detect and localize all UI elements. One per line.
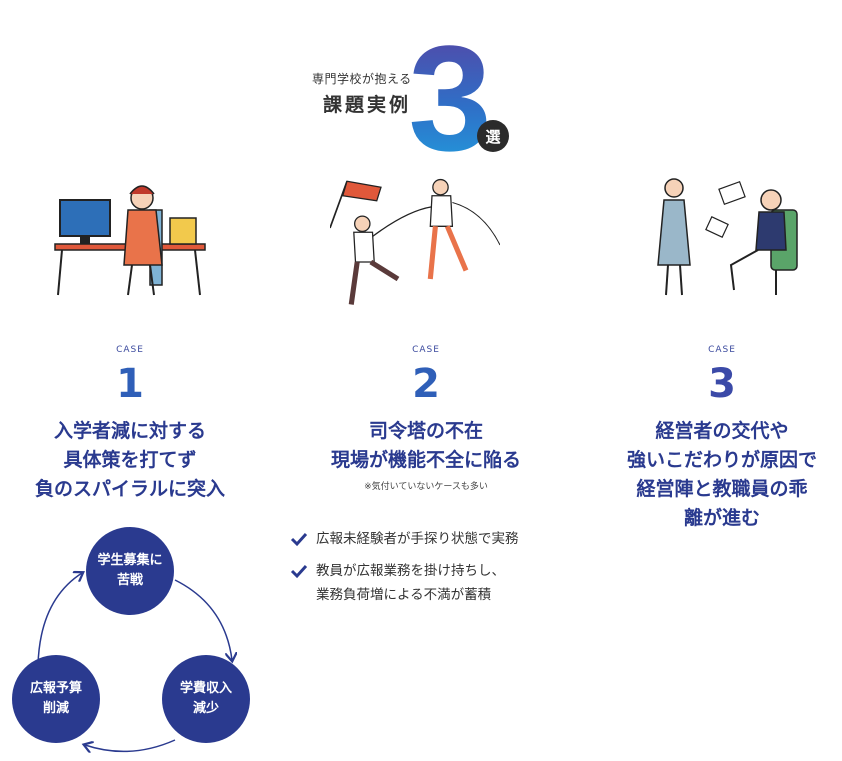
cycle-node-budget: 広報予算 削減 bbox=[12, 655, 100, 743]
suffix-badge: 選 bbox=[477, 120, 509, 152]
case-label: CASE bbox=[412, 345, 440, 355]
case-2-bullets: 広報未経験者が手探り状態で実務 教員が広報業務を掛け持ちし、 業務負荷増による不… bbox=[290, 527, 590, 615]
bullet-text: 広報未経験者が手探り状態で実務 bbox=[316, 531, 519, 547]
header-title: 課題実例 bbox=[323, 94, 412, 116]
negative-spiral-cycle: 学生募集に 苦戦 学費収入 減少 広報予算 削減 bbox=[0, 515, 280, 761]
arrow-bottom bbox=[85, 739, 176, 751]
case-2: CASE 2 司令塔の不在 現場が機能不全に陥る ※気付いていないケースも多い bbox=[296, 345, 556, 492]
case-label: CASE bbox=[708, 345, 736, 355]
case-title: 司令塔の不在 現場が機能不全に陥る bbox=[330, 420, 521, 471]
case-1: CASE 1 入学者減に対する 具体策を打てず 負のスパイラルに突入 bbox=[0, 345, 260, 504]
bullet-item: 広報未経験者が手探り状態で実務 bbox=[290, 527, 590, 551]
cycle-node-revenue: 学費収入 減少 bbox=[162, 655, 250, 743]
check-icon bbox=[290, 532, 308, 547]
case-number: 3 bbox=[708, 361, 736, 407]
bye-flag-illustration bbox=[330, 178, 500, 305]
case-label: CASE bbox=[116, 345, 144, 355]
arrow-right bbox=[174, 579, 232, 660]
case-title: 入学者減に対する 具体策を打てず 負のスパイラルに突入 bbox=[34, 420, 225, 500]
arrow-left bbox=[37, 573, 82, 666]
case-number: 2 bbox=[412, 361, 440, 407]
case-number: 1 bbox=[116, 361, 144, 407]
case-note: ※気付いていないケースも多い bbox=[364, 482, 488, 492]
case-title: 経営者の交代や 強いこだわりが原因で 経営陣と教職員の乖 離が進む bbox=[626, 420, 817, 529]
bullet-item: 教員が広報業務を掛け持ちし、 業務負荷増による不満が蓄積 bbox=[290, 559, 590, 607]
check-icon bbox=[290, 564, 308, 579]
cycle-node-recruitment: 学生募集に 苦戦 bbox=[86, 527, 174, 615]
case-3: CASE 3 経営者の交代や 強いこだわりが原因で 経営陣と教職員の乖 離が進む bbox=[592, 345, 842, 533]
header-subtitle: 専門学校が抱える bbox=[312, 72, 412, 86]
cycle-arrows bbox=[37, 515, 280, 761]
manager-papers-illustration bbox=[657, 178, 798, 296]
stressed-worker-illustration bbox=[54, 185, 206, 296]
bullet-text: 教員が広報業務を掛け持ちし、 業務負荷増による不満が蓄積 bbox=[316, 563, 505, 603]
